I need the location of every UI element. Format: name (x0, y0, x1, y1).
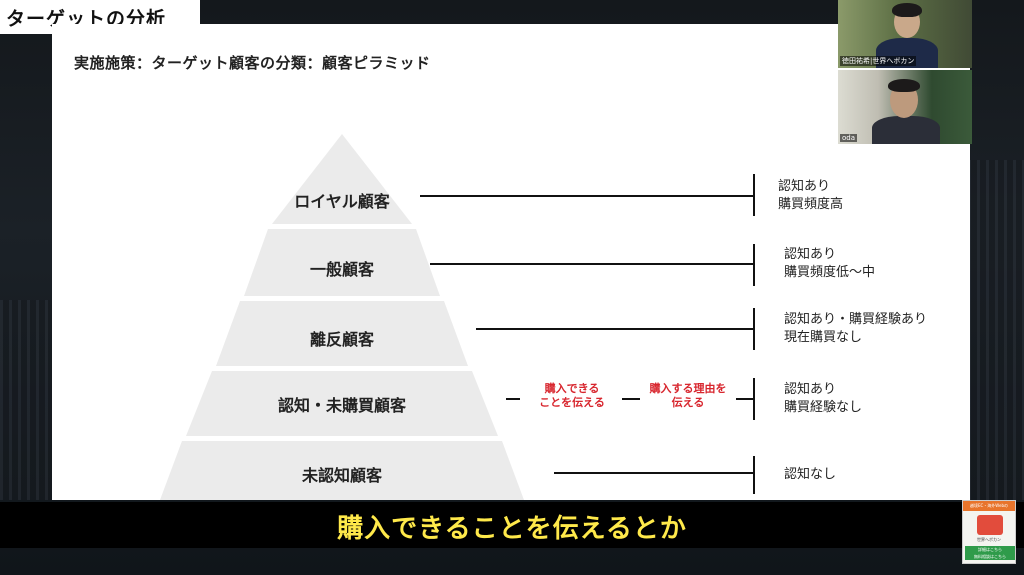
promo-cta-button[interactable]: 詳細はこちら 無料相談はこちら (965, 546, 1015, 560)
note-line: 伝える (671, 396, 705, 409)
desc-line: 現在購買なし (784, 330, 863, 345)
tier-description-aware: 認知あり 購買経験なし (784, 381, 862, 417)
note-can-purchase: 購入できる ことを伝える (524, 382, 620, 410)
background-buildings-left (0, 300, 60, 500)
pyramid-tier-royal (272, 134, 412, 224)
promo-truck-icon (977, 515, 1003, 535)
participant-name-label: oda (840, 134, 858, 142)
desc-line: 認知あり (784, 247, 837, 262)
note-line: ことを伝える (539, 396, 605, 409)
promo-cta-line: 無料相談はこちら (974, 554, 1006, 559)
desc-line: 購買頻度高 (778, 197, 844, 212)
presentation-slide: 実施施策：ターゲット顧客の分類：顧客ピラミッド ロイヤル顧客 一般顧客 離反顧客… (52, 24, 970, 500)
desc-line: 購買頻度低〜中 (784, 265, 876, 280)
tier-label-general: 一般顧客 (309, 260, 374, 279)
desc-line: 認知あり (778, 179, 831, 194)
background-buildings-right (968, 160, 1024, 500)
slide-title: 実施施策：ターゲット顧客の分類：顧客ピラミッド (74, 54, 431, 72)
promo-card[interactable]: 越境EC・海外Webの 世界へボカン 詳細はこちら 無料相談はこちら (962, 500, 1016, 564)
tier-description-royal: 認知あり 購買頻度高 (778, 178, 843, 214)
tier-description-lapsed: 認知あり・購買経験あり 現在購買なし (784, 311, 927, 347)
promo-cta-line: 詳細はこちら (978, 547, 1002, 552)
promo-brand: 世界へボカン (977, 537, 1001, 542)
promo-top-banner: 越境EC・海外Webの (963, 501, 1015, 511)
desc-line: 認知あり・購買経験あり (784, 312, 928, 327)
pyramid-tier-lapsed (216, 301, 468, 366)
note-line: 購入できる (544, 382, 600, 395)
desc-line: 認知なし (784, 467, 837, 482)
tier-label-royal: ロイヤル顧客 (294, 192, 390, 211)
participant-hair (892, 3, 922, 17)
pyramid-tier-aware (186, 371, 498, 436)
pyramid-tier-general (244, 229, 440, 296)
participant-body (872, 116, 940, 144)
note-line: 購入する理由を (649, 382, 727, 395)
video-tile-participant-1[interactable]: 徳田祐希|世界へボカン (838, 0, 972, 68)
desc-line: 認知あり (784, 382, 837, 397)
video-tile-participant-2[interactable]: oda (838, 70, 972, 144)
pyramid-tier-unaware (160, 441, 524, 500)
tier-label-lapsed: 離反顧客 (309, 330, 374, 349)
participant-hair (888, 79, 920, 92)
subtitle-bar (0, 502, 1024, 548)
participant-name-label: 徳田祐希|世界へボカン (840, 56, 917, 66)
tier-label-aware: 認知・未購買顧客 (277, 396, 406, 415)
subtitle-text: 購入できることを伝えるとか (337, 514, 687, 544)
desc-line: 購買経験なし (784, 400, 863, 415)
tier-description-general: 認知あり 購買頻度低〜中 (784, 246, 875, 282)
tier-label-unaware: 未認知顧客 (301, 466, 382, 485)
customer-pyramid (160, 134, 755, 500)
note-reason-to-buy: 購入する理由を 伝える (638, 382, 738, 410)
tier-description-unaware: 認知なし (784, 466, 836, 484)
